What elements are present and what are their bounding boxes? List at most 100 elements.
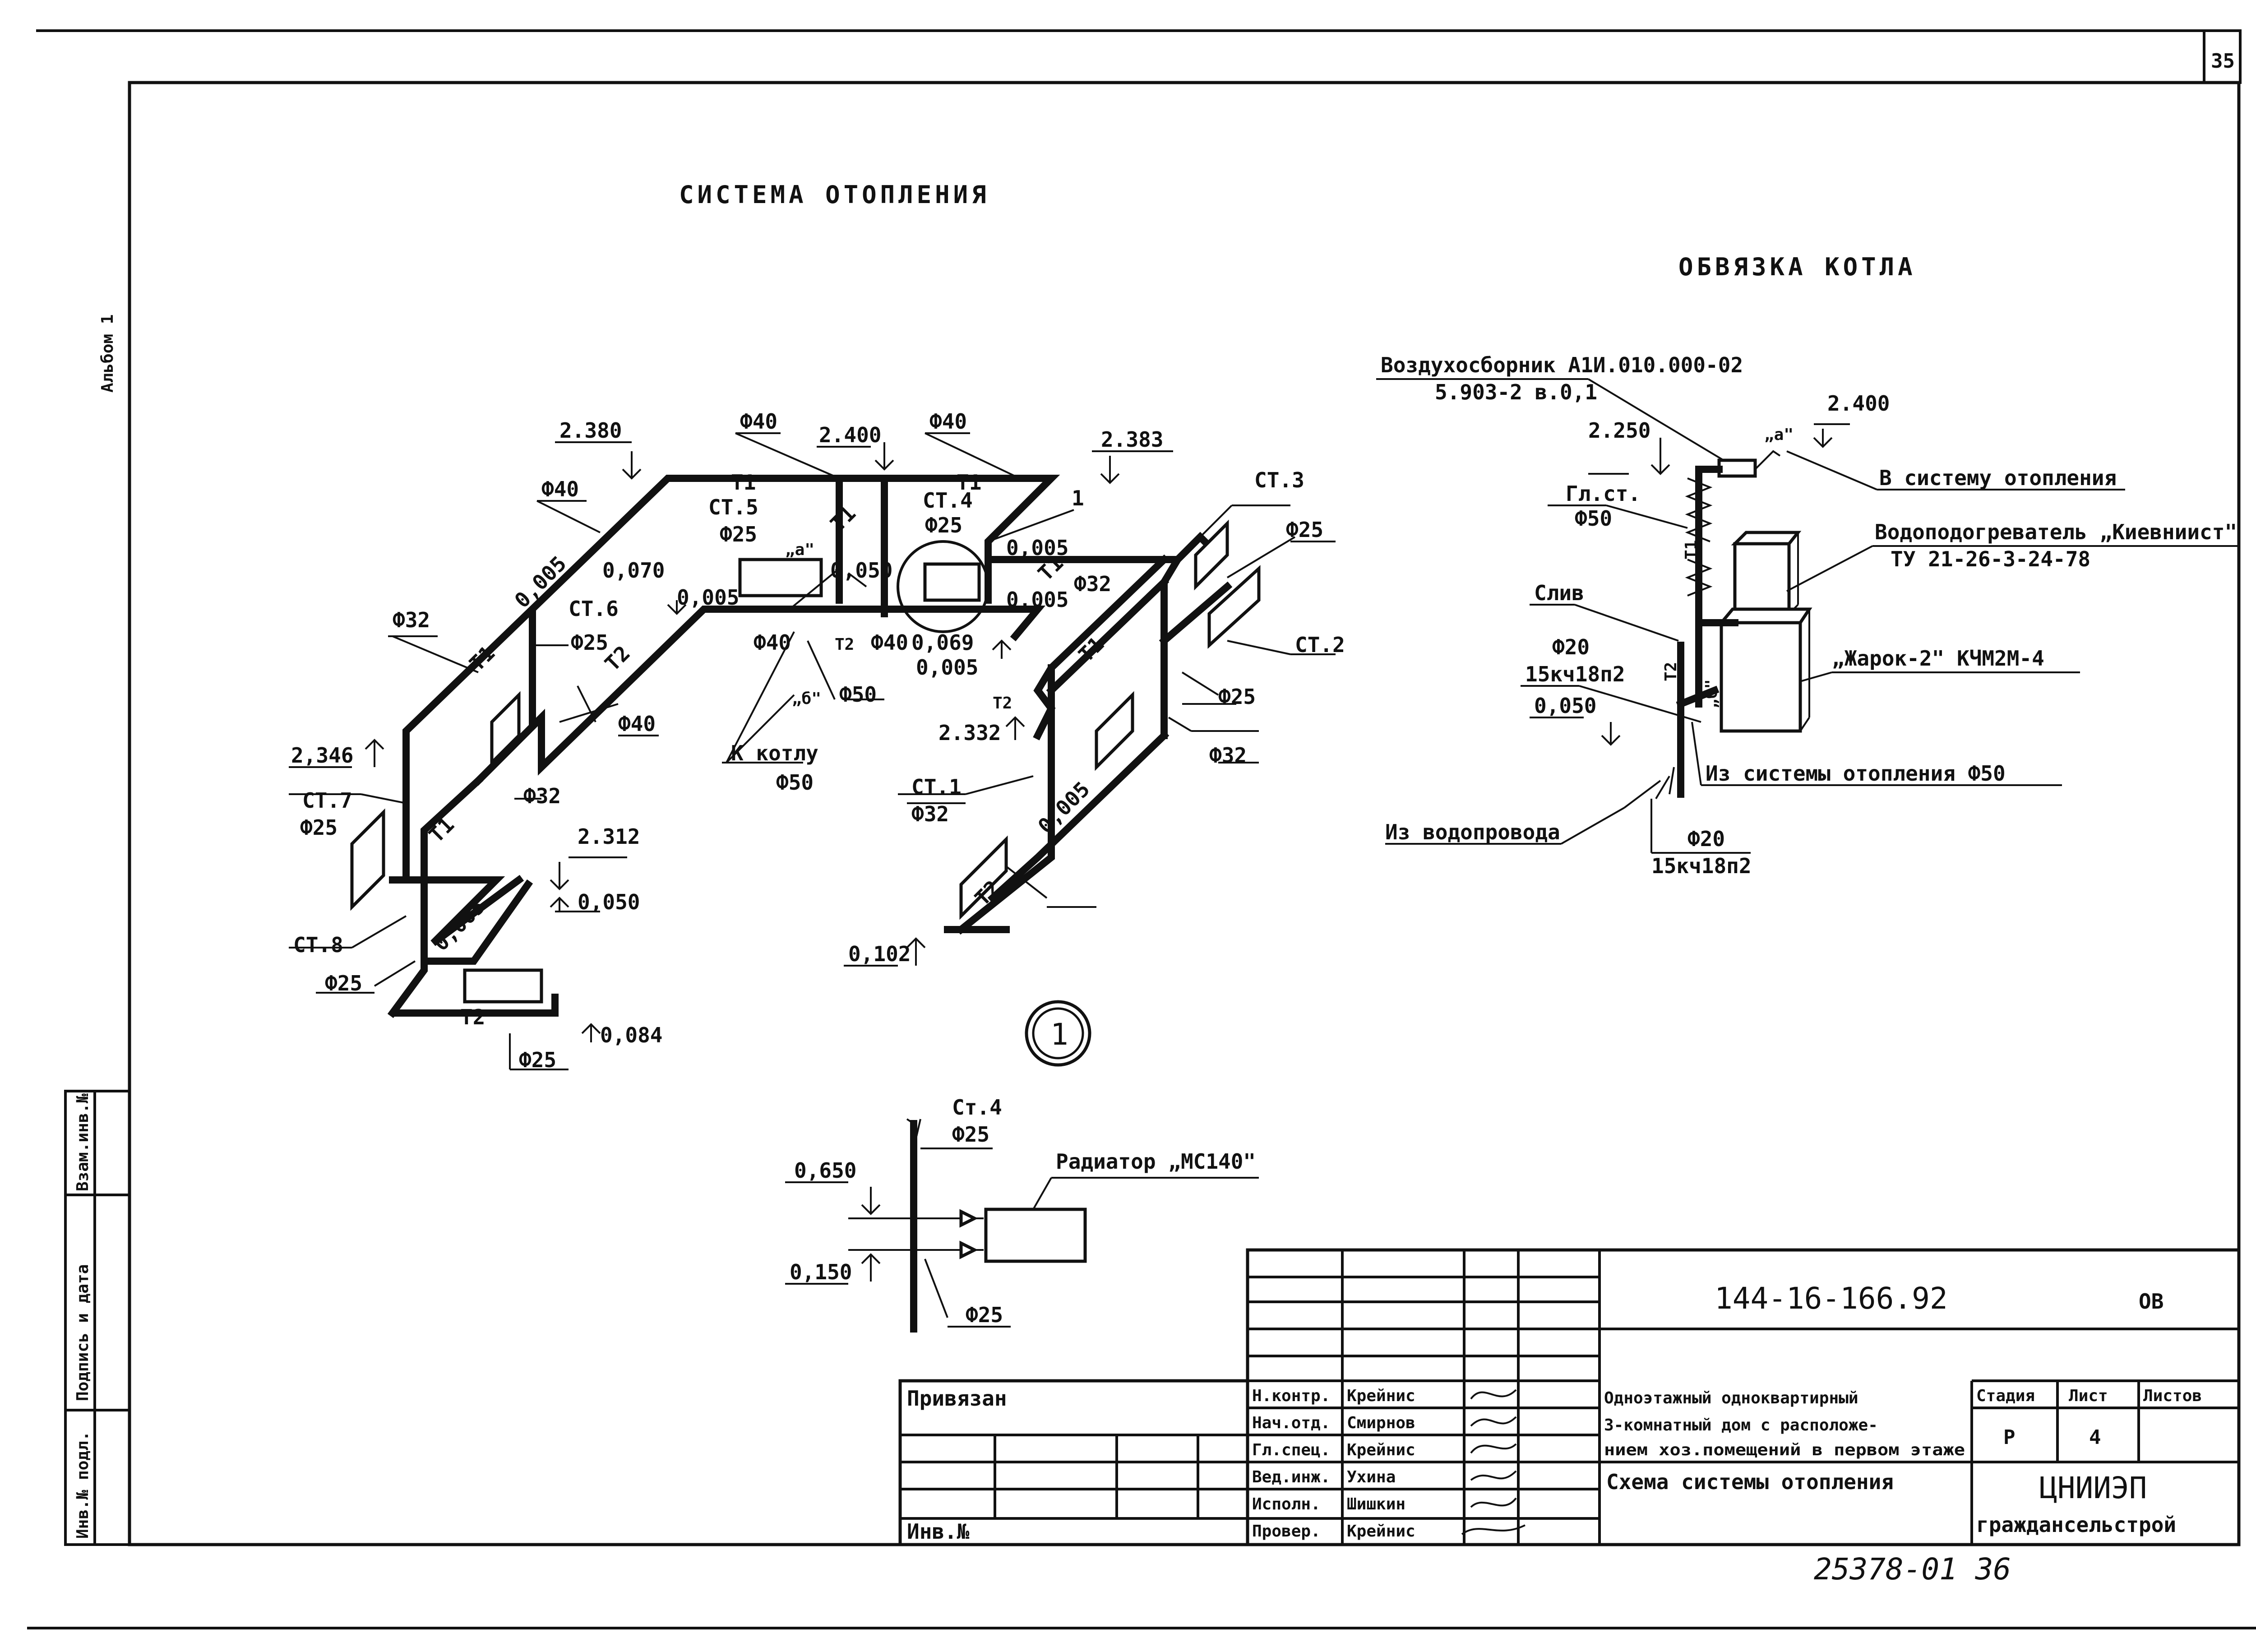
air-collector-label: Воздухосборник А1И.010.000-02: [1381, 353, 1743, 377]
boiler-leaders: [1376, 378, 2238, 854]
pipe-code-t2-d: Т2: [993, 694, 1012, 713]
heater-label: Водоподогреватель „Киевниист": [1875, 520, 2237, 544]
pipe-code-t2-b: Т2: [460, 1005, 485, 1029]
riser-st8: СТ.8: [293, 933, 343, 957]
side-stamp: Инв.№ подл. Подпись и дата Взам.инв.№: [64, 1090, 131, 1546]
name-5: Шишкин: [1347, 1495, 1405, 1513]
elev-0070: 0,070: [602, 558, 665, 583]
album-label: Альбом 1: [98, 315, 117, 393]
pipe-code-t1-d: Т1: [424, 812, 459, 847]
side-stamp-sign: Подпись и дата: [74, 1264, 92, 1401]
name-4: Ухина: [1347, 1468, 1396, 1486]
sheet-number-box: [2203, 29, 2242, 84]
to-system-label: В систему отопления: [1879, 466, 2117, 490]
elev-0050-boiler: 0,050: [1534, 694, 1596, 718]
sheet-value: 4: [2089, 1426, 2101, 1449]
leader-lines: [351, 432, 1296, 1069]
slope-5: 0,005: [916, 655, 978, 680]
elev-2380: 2.380: [559, 418, 622, 443]
to-boiler-dia: Ф50: [776, 770, 814, 795]
air-collector-ref: 5.903-2 в.0,1: [1435, 380, 1597, 404]
role-6: Провер.: [1252, 1522, 1321, 1541]
signatures: [1461, 1389, 1526, 1535]
dia-f32-5: Ф32: [1209, 743, 1247, 768]
side-stamp-replace: Взам.инв.№: [74, 1093, 92, 1191]
dia-f25-8: Ф25: [1286, 518, 1323, 542]
boiler-t1: Т1: [1682, 540, 1701, 560]
dia-f32-2: Ф32: [523, 784, 561, 808]
node-riser-label: Ст.4: [952, 1095, 1002, 1120]
riser-st1: СТ.1: [911, 775, 962, 799]
org-name-1: ЦНИИЭП: [2039, 1471, 2147, 1505]
riser-st4: СТ.4: [923, 488, 973, 513]
dia-f25-7: Ф25: [1218, 685, 1256, 709]
dia-f40-2: Ф40: [929, 409, 967, 434]
main-riser-label: Гл.ст.: [1566, 481, 1641, 506]
elevation-markers: [365, 442, 1120, 1042]
from-water-label: Из водопровода: [1385, 820, 1560, 844]
sheet-title: Схема системы отопления: [1606, 1470, 1894, 1494]
dia-f32-4: Ф32: [911, 802, 949, 826]
radiator-label: Радиатор „МС140": [1056, 1149, 1256, 1174]
inv-label: Инв.№: [907, 1519, 970, 1544]
node-elev-bottom: 0,150: [790, 1260, 852, 1284]
dia-f50: Ф50: [839, 682, 877, 707]
description-line-1: Одноэтажный одноквартирный: [1604, 1389, 1858, 1407]
footer-code: 25378-01 36: [1814, 1552, 2011, 1587]
description-line-2: 3-комнатный дом с расположе-: [1604, 1416, 1878, 1435]
node-a-boiler: „а": [1764, 426, 1794, 444]
elev-2250: 2.250: [1588, 418, 1650, 443]
dia-f25-1: Ф25: [720, 522, 757, 546]
dia-f40-5: Ф40: [754, 630, 791, 655]
node-detail: [785, 1118, 1259, 1333]
from-system-label: Из системы отопления Ф50: [1706, 761, 2006, 786]
section-marker-label: 1: [1050, 1017, 1068, 1052]
role-4: Вед.инж.: [1252, 1468, 1330, 1486]
bound-label: Привязан: [907, 1386, 1007, 1411]
riser-st6: СТ.6: [569, 597, 619, 621]
valve-1: 15кч18п2: [1525, 662, 1625, 686]
slope-3: 0,005: [1006, 536, 1068, 560]
elev-0050-left: 0,050: [578, 890, 640, 914]
section-marker-inner: [1032, 1007, 1084, 1060]
boiler-t2: Т2: [1662, 662, 1680, 681]
node-b-boiler: „б": [1702, 679, 1721, 708]
name-6: Крейнис: [1347, 1522, 1415, 1541]
elev-0050-center: 0,050: [830, 558, 892, 583]
elev-0069: 0,069: [911, 630, 974, 655]
title-block-grid: [898, 1248, 2241, 1546]
dia-f25-6: Ф25: [519, 1048, 556, 1072]
name-1: Крейнис: [1347, 1387, 1415, 1405]
role-3: Гл.спец.: [1252, 1441, 1330, 1459]
pipe-code-t1-a: Т1: [731, 470, 756, 495]
sheet-number: 35: [2211, 50, 2235, 73]
elev-2332: 2.332: [938, 721, 1001, 745]
dia-f32-1: Ф32: [393, 608, 430, 632]
name-2: Смирнов: [1347, 1414, 1415, 1432]
role-1: Н.контр.: [1252, 1387, 1330, 1405]
role-5: Исполн.: [1252, 1495, 1321, 1513]
doc-number: 144-16-166.92: [1715, 1281, 1948, 1316]
valve-2-dia: Ф20: [1687, 827, 1725, 851]
elev-2400: 2.400: [819, 423, 881, 447]
to-boiler-label: К котлу: [731, 741, 818, 765]
node-b-label: „б": [792, 689, 821, 708]
valve-1-dia: Ф20: [1552, 635, 1590, 659]
slope-2: 0,005: [677, 585, 739, 610]
org-name-2: граждансельстрой: [1976, 1513, 2176, 1537]
slope-4: 0,005: [1006, 588, 1068, 612]
dia-f40-4: Ф40: [618, 712, 656, 736]
main-riser-dia: Ф50: [1575, 506, 1612, 531]
node-highlight-circle: [897, 540, 989, 633]
pipe-code-t1-e: Т1: [826, 501, 860, 536]
section-marker-circle: [1025, 1000, 1091, 1067]
dia-f40-6: Ф40: [871, 630, 908, 655]
stage-label: Стадия: [1976, 1387, 2035, 1405]
boiler-title: ОБВЯЗКА КОТЛА: [1678, 253, 1916, 281]
pipe-code-t1-b: Т1: [957, 470, 981, 495]
description-line-3: нием хоз.помещений в первом этаже: [1604, 1441, 1965, 1459]
elev-2383: 2.383: [1101, 427, 1163, 452]
elev-2346: 2,346: [291, 743, 353, 768]
elev-2400-boiler: 2.400: [1827, 391, 1890, 416]
riser-st2: СТ.2: [1295, 633, 1345, 657]
